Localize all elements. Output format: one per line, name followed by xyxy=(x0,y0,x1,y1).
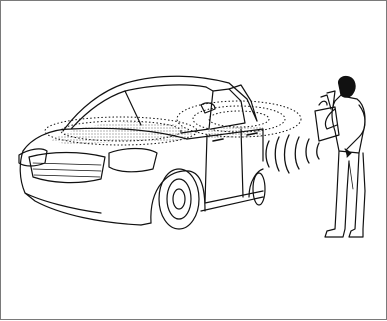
sedan-car xyxy=(19,76,265,229)
person-with-grocery-bag xyxy=(315,76,365,237)
signal-waves xyxy=(266,135,319,173)
